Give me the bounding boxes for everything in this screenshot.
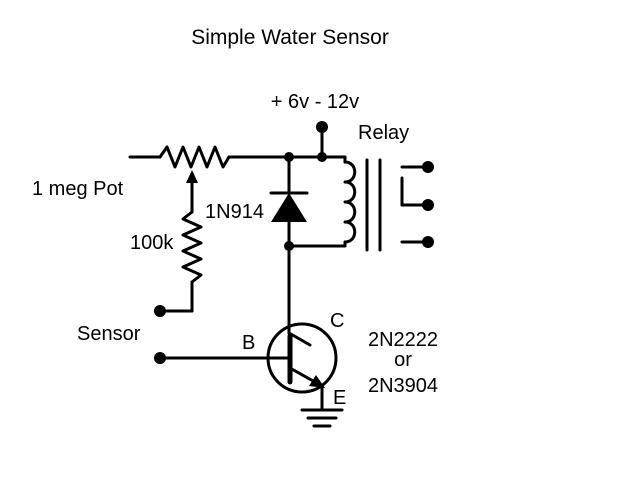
transistor-part-2: 2N3904 [368, 375, 438, 397]
diode-label: 1N914 [205, 201, 264, 223]
transistor-part-or: or [394, 349, 412, 371]
relay-label: Relay [358, 122, 409, 144]
base-label: B [242, 332, 255, 354]
contact-common-terminal [422, 199, 434, 211]
collector-label: C [330, 310, 344, 332]
contact-no-terminal [422, 236, 434, 248]
diode-symbol [271, 193, 307, 222]
coil-bottom-wire [287, 240, 347, 248]
supply-voltage-label: + 6v - 12v [271, 91, 359, 113]
resistor-label: 100k [130, 232, 174, 254]
sensor-label: Sensor [77, 323, 141, 345]
diagram-title: Simple Water Sensor [191, 26, 389, 49]
resistor-100k-body [181, 210, 203, 284]
pot-resistor-body [158, 145, 231, 169]
emitter-arrow [309, 375, 325, 388]
collector-lead [287, 331, 312, 347]
pot-wiper-arrow [186, 170, 198, 183]
transistor-part-1: 2N2222 [368, 329, 438, 351]
contact-nc-terminal [422, 161, 434, 173]
relay-coil [343, 160, 357, 244]
sensor-probe-upper [154, 305, 166, 317]
coil-top-wire [320, 155, 347, 164]
sensor-probe-lower [154, 352, 166, 364]
emitter-label: E [333, 387, 346, 409]
pot-label: 1 meg Pot [32, 178, 124, 200]
